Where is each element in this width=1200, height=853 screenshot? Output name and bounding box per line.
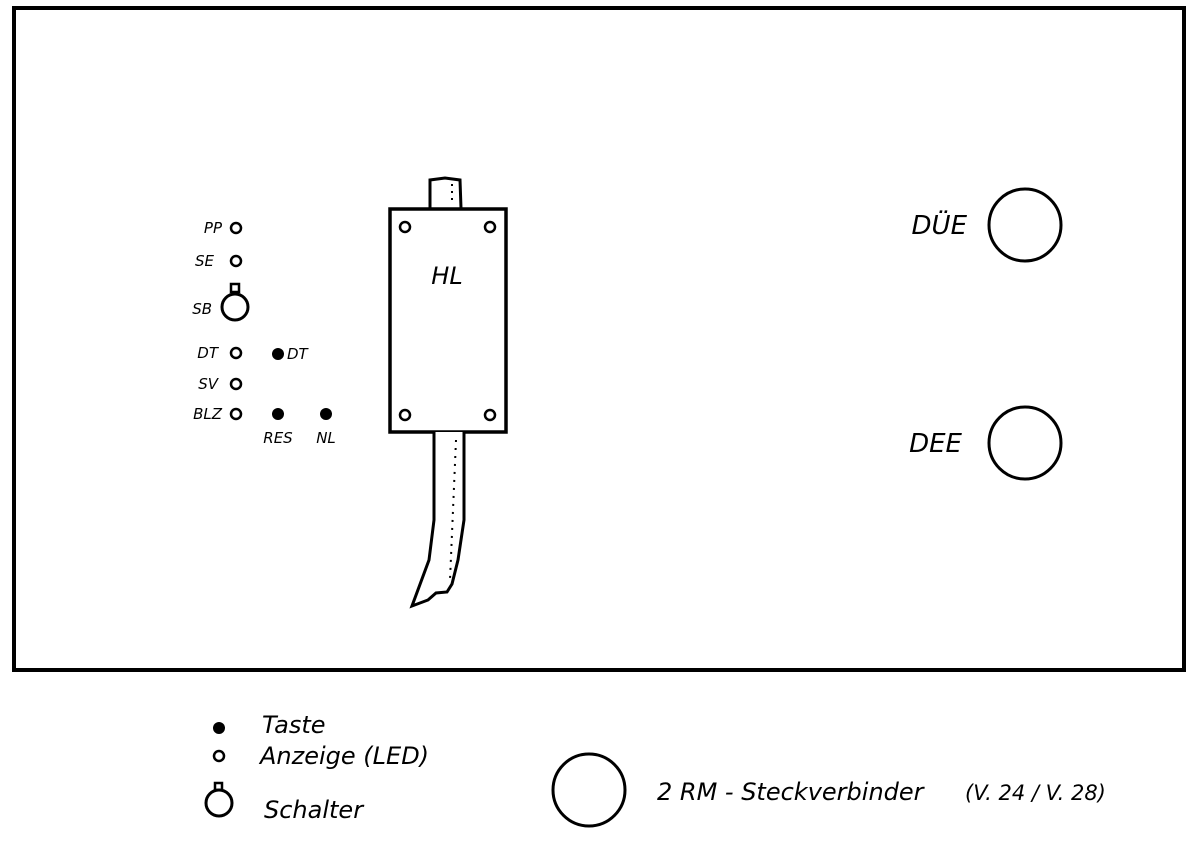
legend-connector-label: 2 RM - Steckverbinder [657, 778, 926, 806]
connector-dee-label: DEE [909, 429, 962, 459]
legend-led-icon [212, 749, 226, 763]
screw-icon [398, 408, 412, 422]
cable-top [428, 176, 463, 209]
key-res-label: RES [263, 429, 293, 447]
key-dt-label: DT [287, 345, 310, 363]
hl-module-body [388, 207, 508, 434]
switch-sb-label: SB [192, 300, 212, 318]
led-dt-icon [229, 346, 243, 360]
legend-connector-note: (V. 24 / V. 28) [965, 781, 1106, 805]
legend-key-icon [213, 722, 225, 734]
led-blz-label: BLZ [193, 405, 223, 423]
switch-sb-icon[interactable] [220, 282, 250, 322]
hl-module [388, 176, 508, 609]
screw-icon [483, 220, 497, 234]
connector-due-icon[interactable] [987, 187, 1063, 263]
led-sv-label: SV [198, 375, 220, 393]
key-nl-icon[interactable] [320, 408, 332, 420]
panel-frame [12, 6, 1186, 672]
screw-icon [483, 408, 497, 422]
connector-dee-icon[interactable] [987, 405, 1063, 481]
connector-due-label: DÜE [912, 209, 968, 241]
legend-switch-label: Schalter [264, 796, 365, 824]
legend: Taste Anzeige (LED) Schalter 2 RM - Stec… [204, 711, 1106, 828]
key-dt-icon[interactable] [272, 348, 284, 360]
led-dt-label: DT [197, 344, 220, 362]
led-se-label: SE [195, 252, 215, 270]
led-sv-icon [229, 377, 243, 391]
legend-key-label: Taste [262, 711, 326, 739]
hl-module-label: HL [431, 262, 462, 290]
cable-bottom [409, 432, 466, 609]
led-blz-icon [229, 407, 243, 421]
led-pp-label: PP [204, 219, 223, 237]
legend-connector-icon [551, 752, 627, 828]
legend-led-label: Anzeige (LED) [258, 742, 429, 770]
screw-icon [398, 220, 412, 234]
key-res-icon[interactable] [272, 408, 284, 420]
led-se-icon [229, 254, 243, 268]
led-pp-icon [229, 221, 243, 235]
key-nl-label: NL [316, 429, 336, 447]
